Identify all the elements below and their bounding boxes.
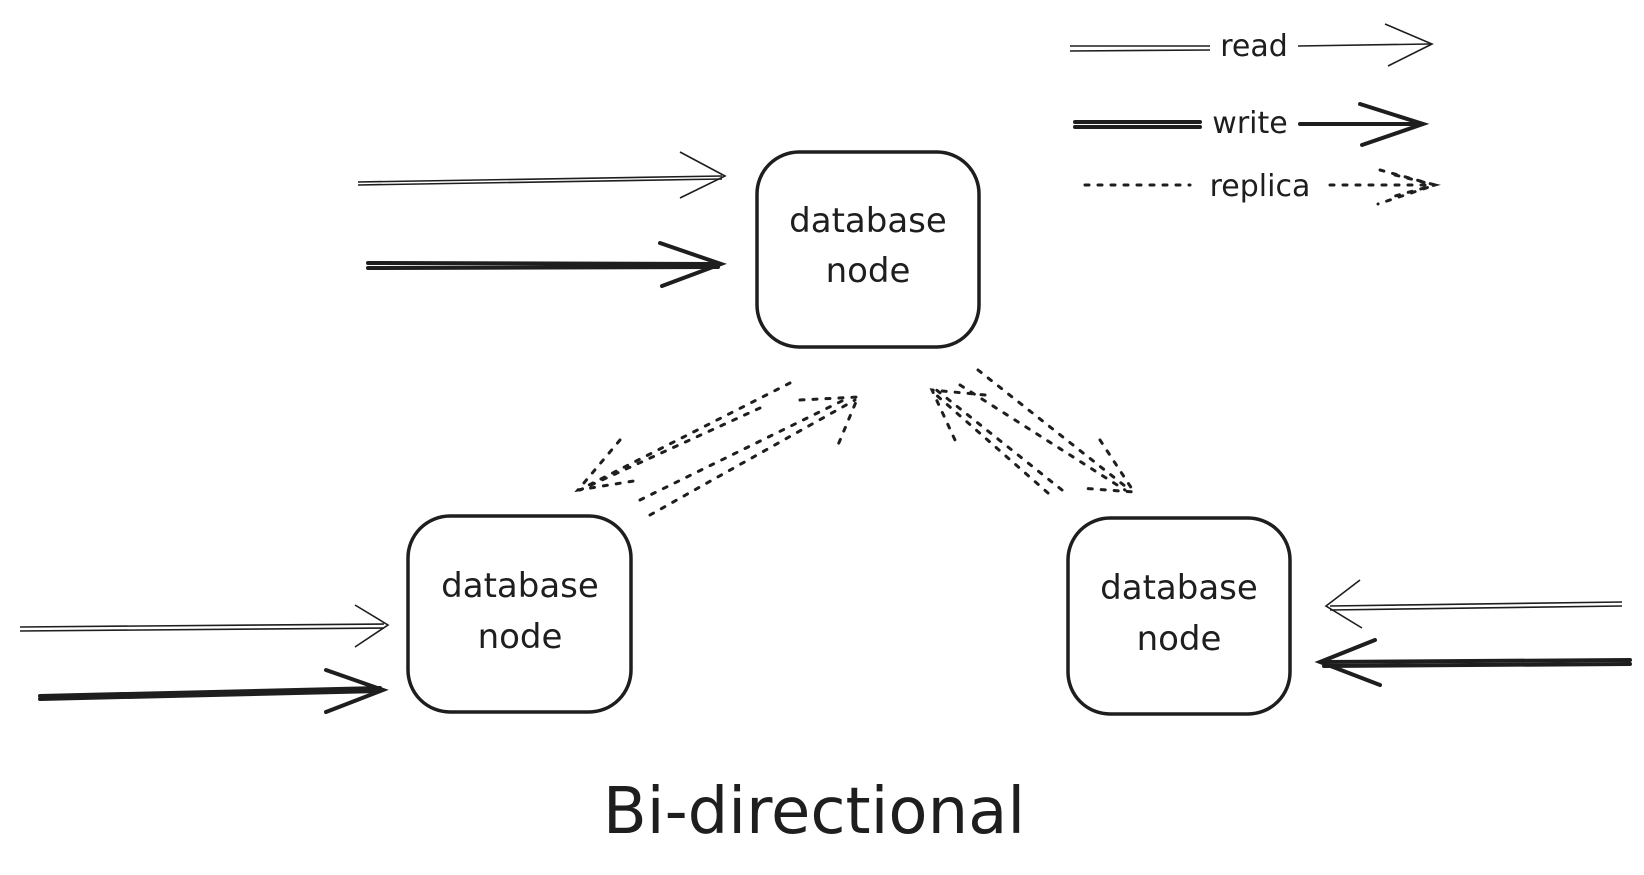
node-right-label-line1: database — [1100, 568, 1258, 608]
legend-read-arrow — [1069, 23, 1434, 67]
right-read-arrow — [1324, 579, 1623, 629]
right-write-arrow — [1314, 638, 1632, 687]
database-node-right: database node — [1066, 516, 1292, 716]
top-read-arrow — [357, 151, 727, 199]
replica-arrow-top-to-left — [574, 381, 792, 493]
replica-arrow-left-to-top — [638, 395, 861, 517]
node-left-label-line2: node — [478, 617, 563, 657]
legend-replica-label: replica — [1210, 169, 1311, 204]
legend-read-label: read — [1220, 29, 1288, 64]
node-top-label-line2: node — [826, 251, 911, 291]
replica-arrow-top-to-right — [958, 368, 1137, 494]
legend-replica-arrow — [1083, 168, 1441, 206]
node-right-label-line2: node — [1137, 619, 1222, 659]
database-node-left: database node — [406, 514, 633, 714]
database-node-top: database node — [755, 150, 981, 349]
left-read-arrow — [19, 604, 390, 648]
replica-arrow-right-to-top — [929, 386, 1064, 495]
left-write-arrow — [38, 668, 389, 714]
top-write-arrow — [366, 241, 727, 288]
diagram-caption: Bi-directional — [603, 775, 1025, 849]
legend: read write replica — [1069, 23, 1441, 206]
legend-write-arrow — [1073, 102, 1430, 147]
node-top-label-line1: database — [789, 201, 947, 241]
legend-write-label: write — [1212, 106, 1287, 141]
node-left-label-line1: database — [441, 566, 599, 606]
